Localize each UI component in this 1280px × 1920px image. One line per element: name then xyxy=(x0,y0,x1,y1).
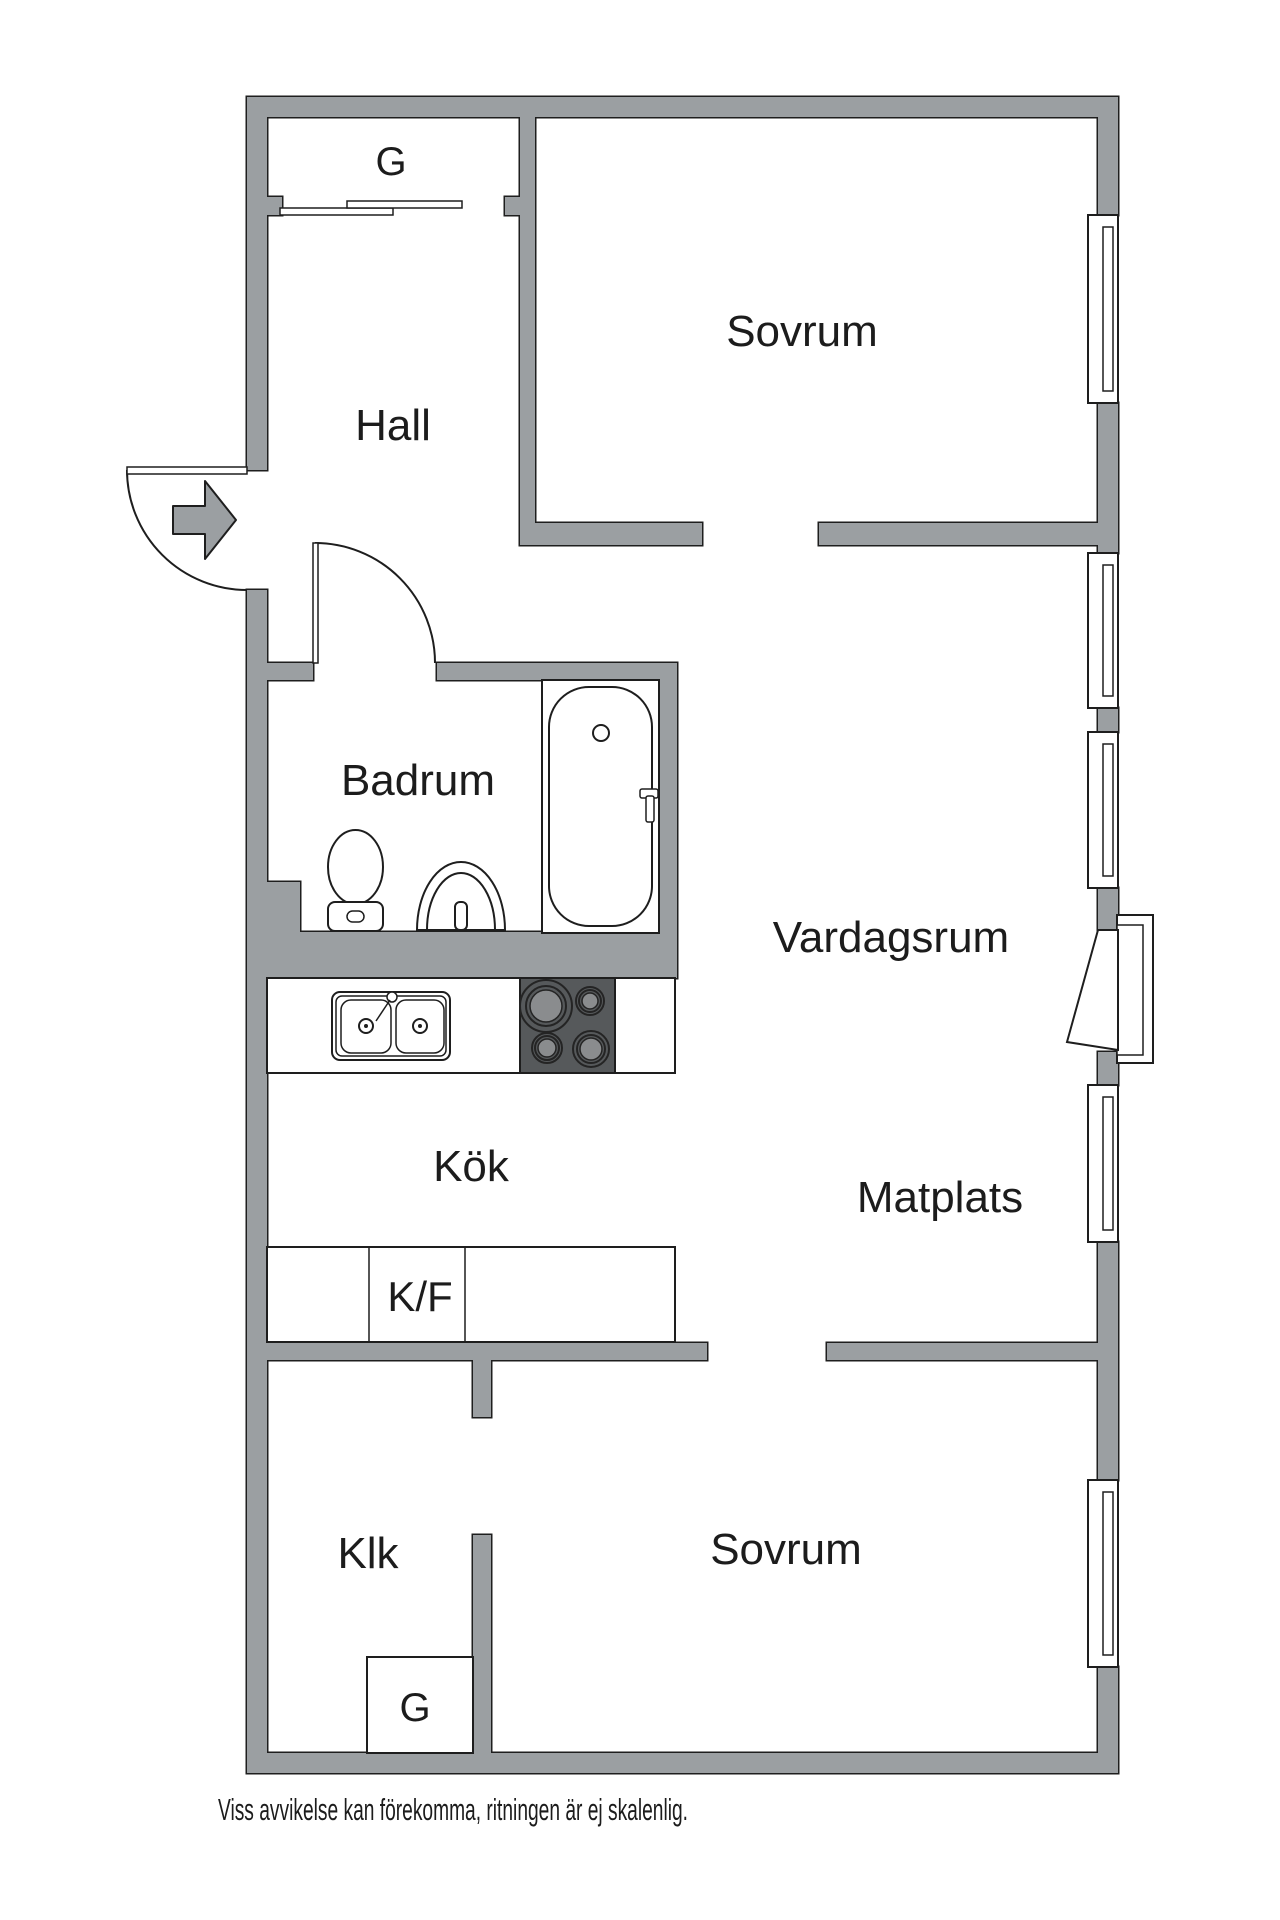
washbasin-icon xyxy=(415,861,507,931)
room-label-vardagsrum: Vardagsrum xyxy=(773,913,1009,962)
kitchen-sink-icon xyxy=(331,991,451,1061)
window-icon xyxy=(1087,1479,1119,1668)
room-label-kf: K/F xyxy=(387,1273,452,1320)
window-icon xyxy=(1087,214,1119,404)
windows xyxy=(1087,214,1119,1668)
bathroom-door-icon xyxy=(312,542,436,664)
balcony-door-icon xyxy=(1065,914,1154,1064)
closet-box xyxy=(366,1656,474,1754)
room-label-hall: Hall xyxy=(355,401,431,450)
disclaimer-text: Viss avvikelse kan förekomma, ritningen … xyxy=(218,1792,688,1827)
entrance-arrow-icon xyxy=(172,480,237,560)
window-icon xyxy=(1087,1084,1119,1243)
window-icon xyxy=(1087,731,1119,889)
room-label-closet-top: G xyxy=(375,140,406,184)
room-label-badrum: Badrum xyxy=(341,756,495,805)
fridge-freezer-counter xyxy=(266,1246,676,1343)
room-label-matplats: Matplats xyxy=(857,1173,1023,1222)
bathtub-icon xyxy=(541,679,660,934)
stove-icon xyxy=(519,977,616,1074)
toilet-icon xyxy=(327,829,384,932)
window-icon xyxy=(1087,552,1119,709)
room-label-kok: Kök xyxy=(433,1142,510,1191)
room-labels: G Hall Sovrum Badrum Vardagsrum Kök Matp… xyxy=(337,140,1023,1730)
room-label-sovrum-top: Sovrum xyxy=(726,307,878,356)
room-label-closet-bottom: G xyxy=(399,1686,430,1730)
walls-fill-pass xyxy=(247,97,1118,1773)
entrance-door-icon xyxy=(126,466,248,591)
room-label-klk: Klk xyxy=(337,1529,399,1578)
room-label-sovrum-bottom: Sovrum xyxy=(710,1525,862,1574)
sliding-door-icon xyxy=(279,200,463,216)
